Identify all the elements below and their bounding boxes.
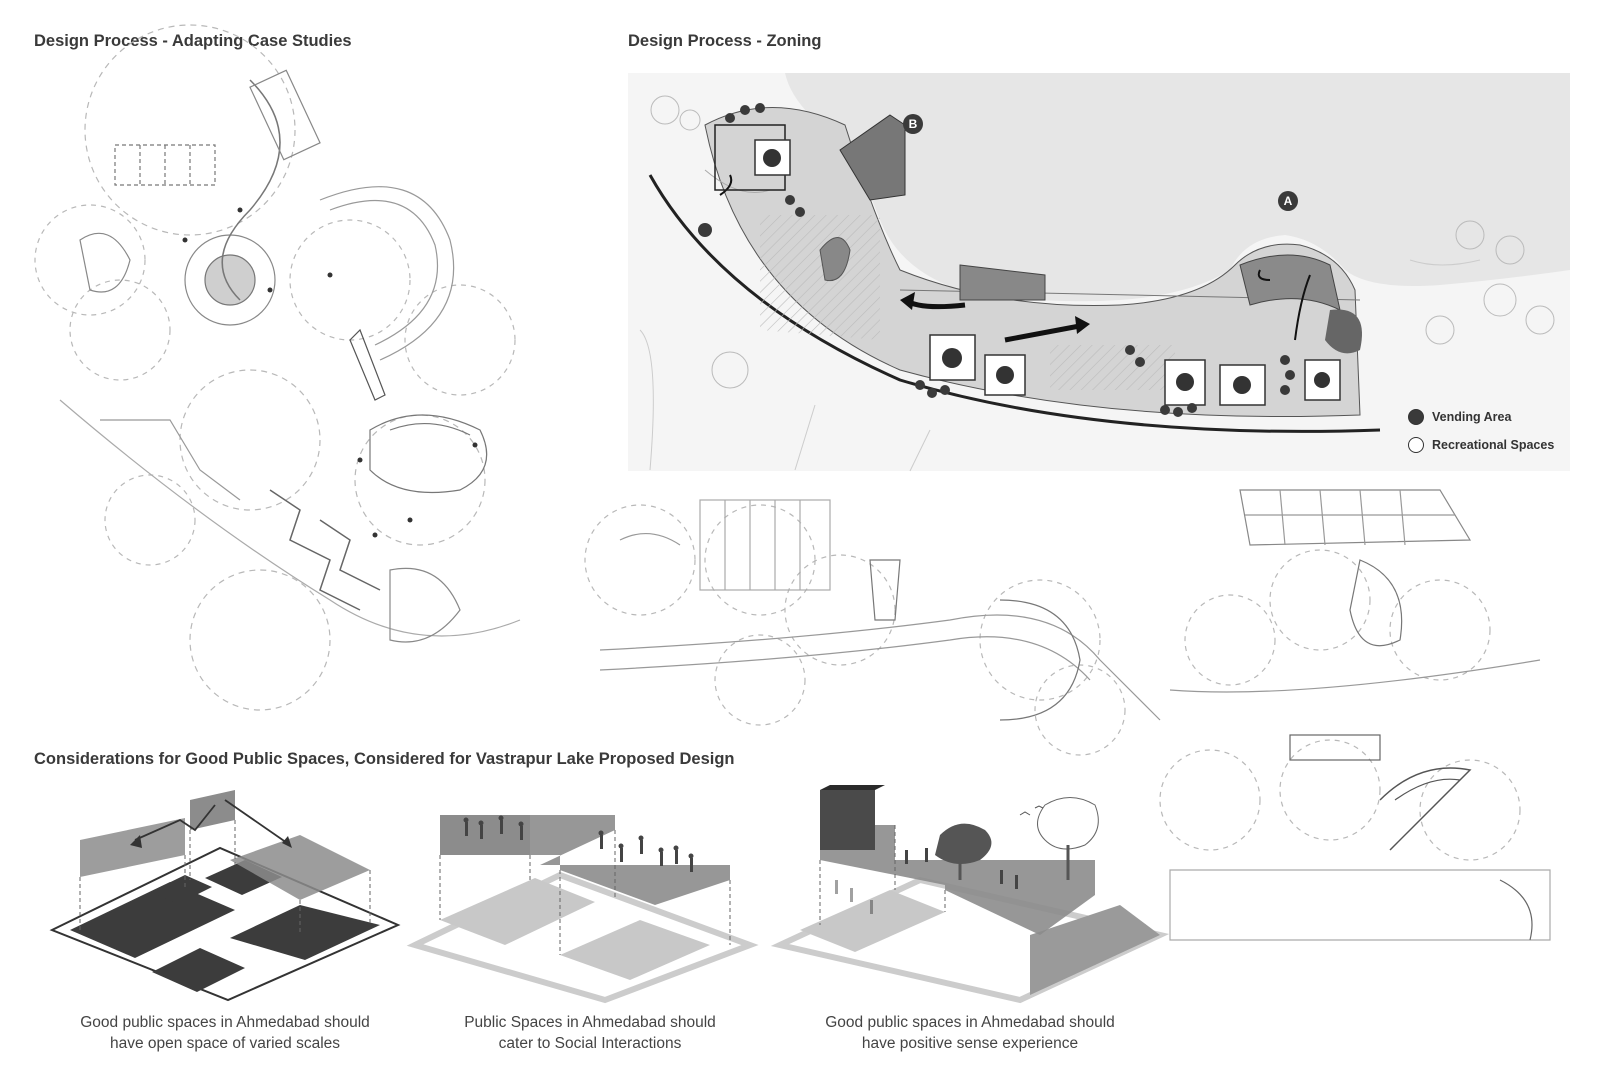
sketch-circle bbox=[189, 569, 331, 711]
sketch-path bbox=[269, 489, 361, 611]
sketch-rect bbox=[249, 69, 321, 161]
sketch-circle bbox=[69, 279, 171, 381]
heading-zoning: Design Process - Zoning bbox=[628, 32, 822, 50]
zone-marker-a: A bbox=[1278, 191, 1298, 211]
zoning-map bbox=[628, 73, 1570, 472]
sketch-path bbox=[100, 419, 241, 501]
sketch-path bbox=[319, 519, 381, 591]
sketch-path bbox=[389, 423, 471, 436]
lake bbox=[785, 73, 1570, 302]
diagram-social-interactions bbox=[406, 815, 759, 1004]
case-study-dots bbox=[182, 207, 478, 538]
legend-recreational-spaces: Recreational Spaces bbox=[1408, 437, 1554, 453]
people-figures bbox=[835, 848, 1018, 914]
hatched-zone bbox=[1050, 345, 1175, 390]
sketch-path bbox=[369, 414, 488, 494]
hatched-zone bbox=[760, 215, 880, 340]
sketch-grid bbox=[114, 144, 216, 186]
mid-plane bbox=[230, 835, 370, 900]
heading-case-studies: Design Process - Adapting Case Studies bbox=[34, 32, 352, 50]
caption-social-interactions: Public Spaces in Ahmedabad should cater … bbox=[464, 1014, 716, 1052]
sketch-path bbox=[319, 186, 455, 361]
sketch-path bbox=[79, 232, 131, 293]
sketch-path bbox=[221, 79, 281, 301]
sketch-circle bbox=[179, 369, 321, 511]
caption-sense-experience: Good public spaces in Ahmedabad should h… bbox=[825, 1014, 1115, 1052]
legend-vending-area: Vending Area bbox=[1408, 409, 1511, 425]
tree-canopy bbox=[935, 823, 992, 864]
sketch-path bbox=[349, 328, 386, 401]
flow-arrow bbox=[1294, 274, 1311, 341]
right-sketch bbox=[1159, 489, 1551, 941]
tree-canopy bbox=[1037, 797, 1099, 850]
dark-block bbox=[152, 948, 245, 992]
diagram-sense-experience bbox=[770, 785, 1170, 1004]
map-trees bbox=[650, 95, 1555, 389]
empty-circle-icon bbox=[1408, 437, 1424, 453]
dark-block bbox=[150, 875, 212, 904]
pond bbox=[819, 237, 851, 282]
sketch-circle bbox=[354, 414, 486, 546]
legend-label: Vending Area bbox=[1432, 410, 1512, 424]
tree-clusters bbox=[698, 103, 1295, 417]
mid-plane bbox=[820, 825, 1095, 935]
sketch-circle bbox=[84, 24, 296, 236]
shelter bbox=[820, 790, 875, 850]
dark-block bbox=[70, 882, 235, 958]
mid-plane bbox=[80, 818, 185, 877]
connection-arrow bbox=[134, 804, 216, 841]
case-study-sketch bbox=[34, 24, 521, 711]
zone-marker-b: B bbox=[903, 114, 923, 134]
sketch-circle bbox=[404, 284, 516, 396]
sketch-circle bbox=[34, 204, 146, 316]
diagram-varied-scales bbox=[49, 790, 401, 1002]
sketch-circle bbox=[204, 254, 256, 306]
legend-label: Recreational Spaces bbox=[1432, 438, 1555, 452]
sketch-circle bbox=[289, 219, 411, 341]
mid-plane bbox=[190, 790, 235, 830]
sketch-circle bbox=[104, 474, 196, 566]
light-plane bbox=[560, 920, 710, 980]
deck bbox=[959, 264, 1046, 301]
deck bbox=[839, 114, 906, 201]
filled-circle-icon bbox=[1408, 409, 1424, 425]
base-plane bbox=[406, 871, 759, 1004]
heading-considerations: Considerations for Good Public Spaces, C… bbox=[34, 750, 735, 768]
vending-dots bbox=[763, 149, 1330, 394]
middle-sketch bbox=[584, 499, 1161, 756]
people-figures bbox=[463, 815, 694, 872]
sketch-path bbox=[329, 199, 439, 346]
dark-block bbox=[230, 905, 380, 960]
flow-arrow bbox=[1004, 322, 1086, 343]
connection-arrow bbox=[224, 799, 291, 846]
sketch-path bbox=[59, 399, 521, 637]
caption-varied-scales: Good public spaces in Ahmedabad should h… bbox=[80, 1014, 370, 1052]
light-plane bbox=[440, 878, 595, 945]
light-plane bbox=[800, 890, 945, 952]
sketch-path bbox=[389, 567, 461, 643]
